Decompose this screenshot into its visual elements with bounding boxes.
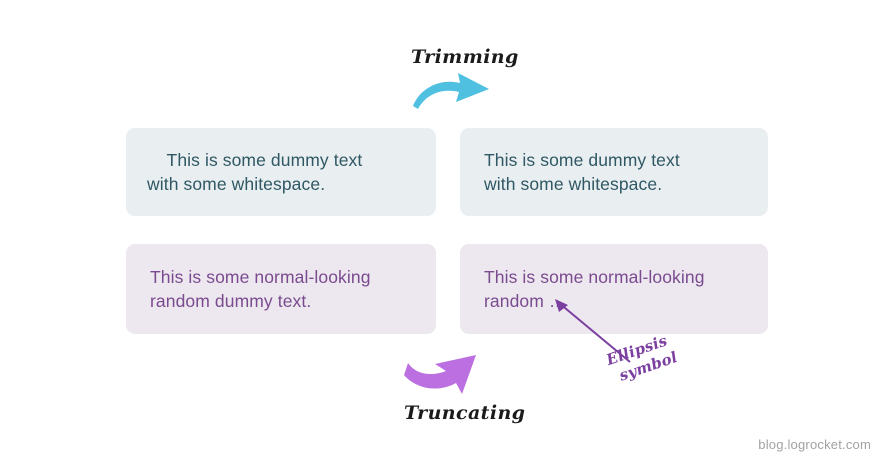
card-text-line-1: This is some dummy text: [484, 150, 680, 170]
card-text-line-1: This is some normal-looking: [484, 267, 705, 287]
watermark-text: blog.logrocket.com: [758, 437, 871, 452]
card-text-line-2: with some whitespace.: [484, 174, 663, 194]
card-text-line-2: random dummy text.: [150, 291, 312, 311]
trimmed-text-card: This is some dummy text with some whites…: [460, 128, 768, 216]
card-text-line-1: This is some normal-looking: [150, 267, 371, 287]
card-text-line-1: This is some dummy text: [147, 150, 363, 170]
trimming-label: Trimming: [411, 46, 519, 68]
truncating-label: Truncating: [404, 402, 526, 424]
thin-arrow-pointer-icon: [555, 299, 631, 363]
card-text-line-2: with some whitespace.: [147, 174, 326, 194]
curved-arrow-up-right-icon: [404, 355, 476, 394]
curved-arrow-right-icon: [413, 73, 489, 109]
truncated-text-card: This is some normal-looking random …: [460, 244, 768, 334]
full-text-card: This is some normal-looking random dummy…: [126, 244, 436, 334]
untrimmed-text-card: This is some dummy text with some whites…: [126, 128, 436, 216]
